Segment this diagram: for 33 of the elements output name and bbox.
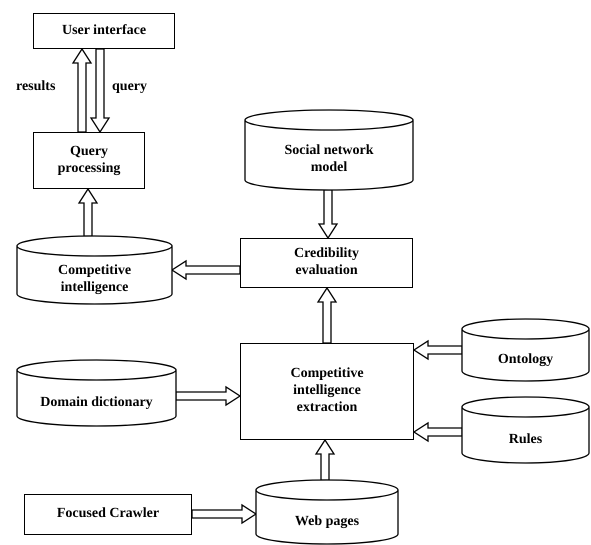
block-arrow: [318, 189, 338, 240]
node-label: Competitive intelligence: [56, 263, 132, 297]
block-arrow: [412, 340, 463, 360]
node-label: Web pages: [294, 514, 360, 530]
block-arrow: [316, 286, 338, 344]
block-arrow: [170, 260, 241, 280]
database-cylinder: [245, 110, 413, 190]
node-label: Domain dictionary: [39, 394, 154, 412]
node-label: Focused Crawler: [56, 506, 160, 523]
node-label: Social network model: [283, 143, 375, 177]
process-box: [33, 132, 145, 189]
node-label: User interface: [60, 22, 148, 40]
process-box: [33, 13, 175, 49]
node-label: Competitive intelligence extraction: [289, 366, 365, 417]
database-cylinder: [17, 360, 176, 426]
process-box: [240, 238, 413, 288]
block-arrow: [72, 48, 92, 133]
block-arrow: [78, 188, 98, 237]
database-cylinder: [256, 480, 398, 544]
process-box: [240, 343, 414, 440]
block-arrow: [90, 48, 110, 134]
block-arrow: [175, 386, 242, 406]
block-arrow: [412, 422, 463, 442]
node-label: Credibility evaluation: [292, 246, 360, 280]
node-label: Rules: [508, 432, 544, 448]
database-cylinder: [462, 397, 589, 463]
database-cylinder: [17, 236, 172, 304]
database-cylinder: [462, 319, 589, 381]
process-box: [24, 494, 192, 535]
node-label: Ontology: [496, 352, 554, 368]
block-arrow: [191, 504, 258, 524]
node-label: Query processing: [56, 144, 122, 178]
block-arrow: [314, 438, 336, 481]
